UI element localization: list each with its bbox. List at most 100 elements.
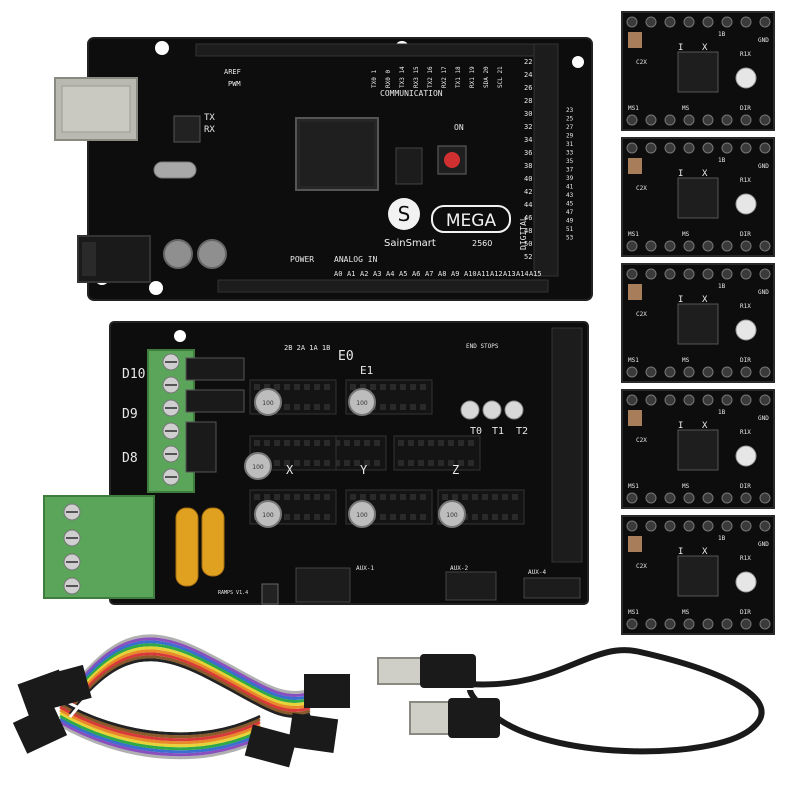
socket-pin — [364, 460, 370, 466]
aux4-label: AUX-4 — [528, 569, 546, 576]
driver-label-r1x: R1X — [740, 429, 751, 436]
analog-pin-label: A9 — [451, 270, 459, 278]
driver-label-ms: MS — [682, 483, 690, 490]
mounting-hole — [155, 41, 169, 55]
socket-pin — [418, 460, 424, 466]
analog-pin-label: A1 — [347, 270, 355, 278]
driver-pin — [759, 16, 771, 28]
socket-pin — [264, 494, 270, 500]
driver-pin — [721, 240, 733, 252]
socket-pin — [254, 494, 260, 500]
ribbon-wire — [59, 717, 261, 754]
t1-label: T1 — [492, 426, 504, 437]
socket-pin — [410, 404, 416, 410]
aux2-label: AUX-2 — [450, 565, 468, 572]
coil-labels: 2B 2A 1A 1B — [284, 344, 330, 352]
ribbon-wire — [59, 699, 261, 736]
usb-b-metal — [409, 701, 451, 735]
electrolytic-capacitor — [244, 452, 272, 480]
driver-socket — [393, 435, 481, 471]
driver-pin — [721, 114, 733, 126]
socket-pin — [428, 460, 434, 466]
driver-pin — [740, 16, 752, 28]
icsp-header — [395, 147, 423, 185]
sainsmart-logo — [388, 198, 420, 230]
socket-pin — [334, 460, 340, 466]
t0-label: T0 — [470, 426, 482, 437]
comm-pin-label: TX3 14 — [399, 66, 406, 88]
driver-pin — [759, 240, 771, 252]
driver-pin — [702, 16, 714, 28]
ribbon-wire — [59, 714, 261, 751]
electrolytic-capacitor — [438, 500, 466, 528]
driver-pin — [721, 16, 733, 28]
driver-pin — [702, 520, 714, 532]
socket-pin — [420, 494, 426, 500]
driver-pin — [626, 520, 638, 532]
driver-label-r1x: R1X — [740, 51, 751, 58]
socket-pin — [410, 514, 416, 520]
digital-pin-label: 43 — [566, 192, 574, 199]
driver-label-x: X — [702, 547, 708, 557]
comm-pin-label: SDA 20 — [483, 66, 490, 88]
usb-cable-wire — [467, 647, 765, 755]
driver-pin — [626, 492, 638, 504]
on-label: ON — [454, 123, 464, 132]
driver-pin — [740, 618, 752, 630]
socket-pin — [400, 514, 406, 520]
comm-pin-label: RX1 19 — [469, 66, 476, 88]
socket-pin — [364, 440, 370, 446]
driver-pin — [664, 492, 676, 504]
usb-a-metal — [377, 657, 423, 685]
digital-pin-label: 51 — [566, 226, 574, 233]
socket-pin — [448, 460, 454, 466]
driver-pin — [759, 114, 771, 126]
driver-label-x: X — [702, 43, 708, 53]
driver-pin — [664, 520, 676, 532]
comm-pin-label: RX3 15 — [413, 66, 420, 88]
analog-pin-label: A12 — [490, 270, 503, 278]
digital-pin-label: 46 — [524, 214, 532, 222]
driver-label-i: I — [678, 421, 683, 431]
brand-label: SainSmart — [384, 238, 436, 249]
socket-pin — [284, 514, 290, 520]
driver-pin — [683, 142, 695, 154]
ribbon-wire — [68, 658, 311, 719]
thermistor-cap — [482, 400, 502, 420]
digital-pin-label: 24 — [524, 71, 532, 79]
driver-pin — [683, 520, 695, 532]
dupont-connector — [244, 724, 298, 768]
ribbon-wire — [59, 702, 261, 739]
digital-pin-label: 23 — [566, 107, 574, 114]
pwm-label: PWM — [228, 80, 241, 88]
driver-pin — [683, 394, 695, 406]
driver-label-dir: DIR — [740, 609, 751, 616]
socket-pin — [284, 460, 290, 466]
socket-pin — [492, 514, 498, 520]
socket-pin — [274, 384, 280, 390]
electrolytic-capacitor — [254, 388, 282, 416]
socket-pin — [350, 494, 356, 500]
driver-pin — [645, 142, 657, 154]
socket-pin — [264, 384, 270, 390]
driver-label-ms: MS — [682, 231, 690, 238]
driver-pin — [683, 16, 695, 28]
driver-pin — [626, 268, 638, 280]
driver-label-ms1: MS1 — [628, 105, 639, 112]
mosfet — [185, 357, 245, 381]
ribbon-wire — [59, 708, 261, 745]
digital-pin-label: 45 — [566, 201, 574, 208]
capacitor-text: 100 — [252, 464, 264, 471]
usb-port-inner — [61, 85, 131, 133]
driver-pin — [626, 114, 638, 126]
mega-badge — [431, 205, 511, 233]
analog-pin-label: A5 — [399, 270, 407, 278]
driver-pin — [721, 142, 733, 154]
socket-pin — [452, 494, 458, 500]
jack-face — [82, 242, 96, 276]
socket-pin — [304, 384, 310, 390]
socket-pin — [274, 440, 280, 446]
driver-pin — [721, 520, 733, 532]
